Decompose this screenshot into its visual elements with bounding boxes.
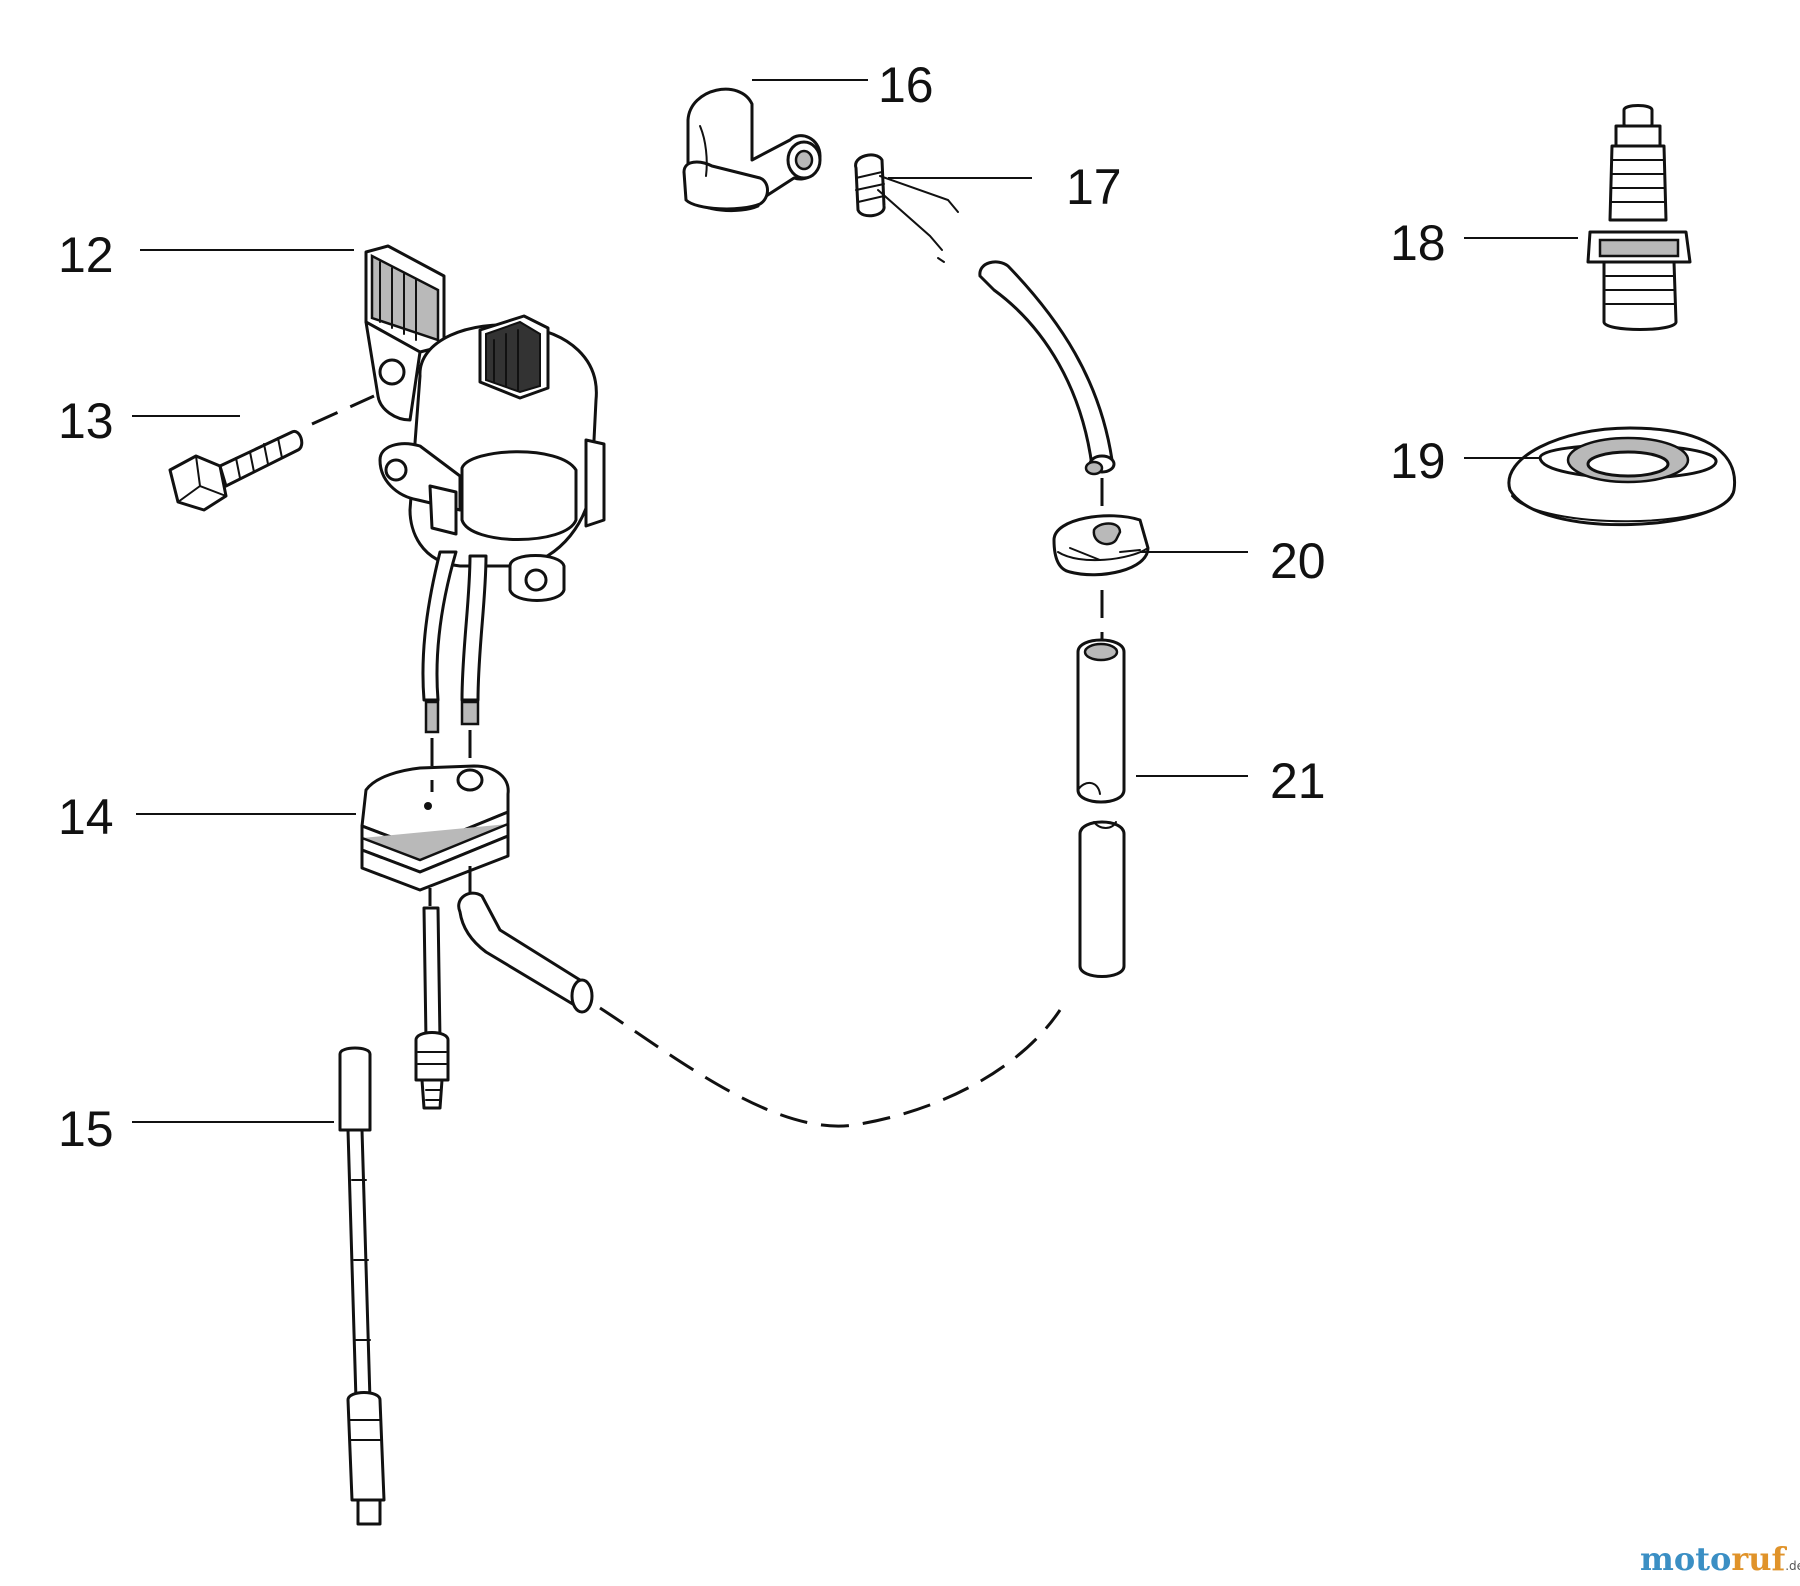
part-12-ignition-coil bbox=[364, 244, 606, 734]
svg-text:motoruf.de: motoruf.de bbox=[1640, 1540, 1800, 1578]
part-21-tube bbox=[1076, 638, 1126, 978]
leader-lines bbox=[132, 79, 1578, 1123]
callout-13: 13 bbox=[58, 393, 114, 449]
part-13-bolt bbox=[168, 394, 375, 512]
callout-15: 15 bbox=[58, 1101, 114, 1157]
callout-19: 19 bbox=[1390, 433, 1446, 489]
part-14-insulator-block bbox=[360, 730, 510, 906]
callouts: 12 13 14 15 16 17 18 19 20 21 bbox=[58, 57, 1446, 1157]
watermark-logo: motoruf.de bbox=[1640, 1540, 1800, 1578]
upper-hose bbox=[978, 260, 1116, 514]
callout-16: 16 bbox=[878, 57, 934, 113]
part-16-plug-boot bbox=[682, 87, 822, 213]
part-17-spring-clip bbox=[854, 153, 959, 263]
watermark-text-2: ruf bbox=[1731, 1540, 1787, 1578]
part-15-lead-terminal bbox=[338, 1046, 386, 1526]
callout-17: 17 bbox=[1066, 159, 1122, 215]
callout-12: 12 bbox=[58, 227, 114, 283]
callout-18: 18 bbox=[1390, 215, 1446, 271]
part-20-grommet bbox=[1052, 514, 1150, 648]
part-18-spark-plug bbox=[1586, 104, 1692, 331]
callout-21: 21 bbox=[1270, 753, 1326, 809]
callout-14: 14 bbox=[58, 789, 114, 845]
high-tension-lead bbox=[457, 891, 1062, 1128]
lead-wire bbox=[414, 906, 450, 1110]
part-19-rubber-ring bbox=[1507, 426, 1737, 527]
watermark-suffix: .de bbox=[1785, 1559, 1800, 1573]
callout-20: 20 bbox=[1270, 533, 1326, 589]
watermark-text-1: moto bbox=[1640, 1540, 1731, 1578]
